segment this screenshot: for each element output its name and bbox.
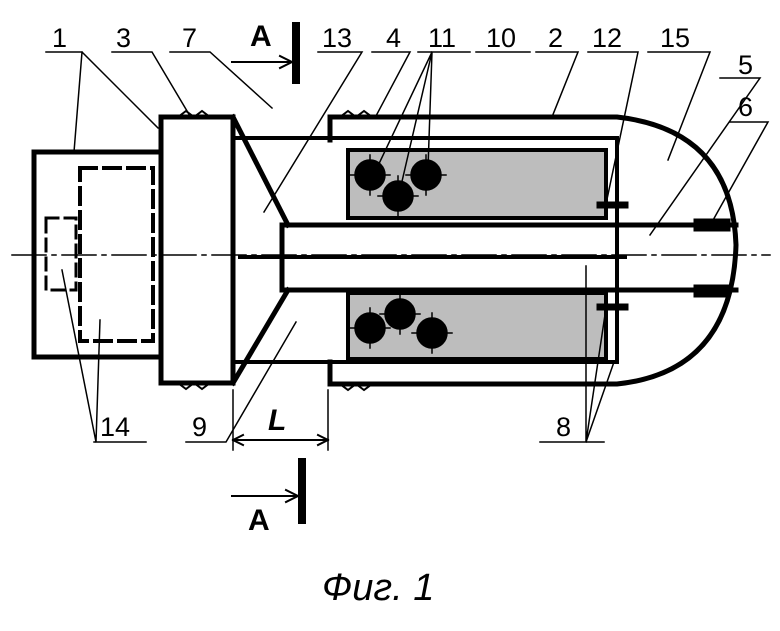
label-6: 6 (738, 92, 753, 122)
label-8: 8 (556, 412, 571, 442)
end-cap-bottom (694, 285, 730, 297)
label-12: 12 (592, 23, 622, 53)
leader-6 (712, 122, 768, 222)
drawing (12, 26, 770, 520)
leader-4 (372, 52, 410, 116)
leader-15 (648, 52, 710, 160)
label-11: 11 (428, 23, 456, 53)
label-4: 4 (386, 23, 401, 53)
section-label-bottom: A (248, 504, 270, 537)
leader-3 (112, 52, 190, 116)
filler-block-bottom (348, 293, 606, 359)
label-10: 10 (486, 23, 516, 53)
section-label-top: A (250, 20, 272, 53)
flange (161, 117, 233, 383)
inner-dashed-box-small (46, 218, 76, 290)
label-14: 14 (100, 412, 130, 442)
label-2: 2 (548, 23, 563, 53)
taper-bottom (233, 290, 288, 383)
label-7: 7 (182, 23, 197, 53)
taper-top (233, 117, 288, 225)
section-arrow-top (232, 56, 292, 68)
label-13: 13 (322, 23, 352, 53)
figure-caption: Фиг. 1 (322, 567, 434, 609)
leader-7 (170, 52, 272, 108)
dimension-label: L (268, 404, 286, 437)
label-15: 15 (660, 23, 690, 53)
label-9: 9 (192, 412, 207, 442)
label-3: 3 (116, 23, 131, 53)
leader-2 (536, 52, 578, 117)
label-1: 1 (52, 23, 67, 53)
leader-1 (46, 52, 158, 152)
section-arrow-bottom (232, 490, 298, 502)
filler-block-top (348, 150, 606, 218)
label-5: 5 (738, 50, 753, 80)
